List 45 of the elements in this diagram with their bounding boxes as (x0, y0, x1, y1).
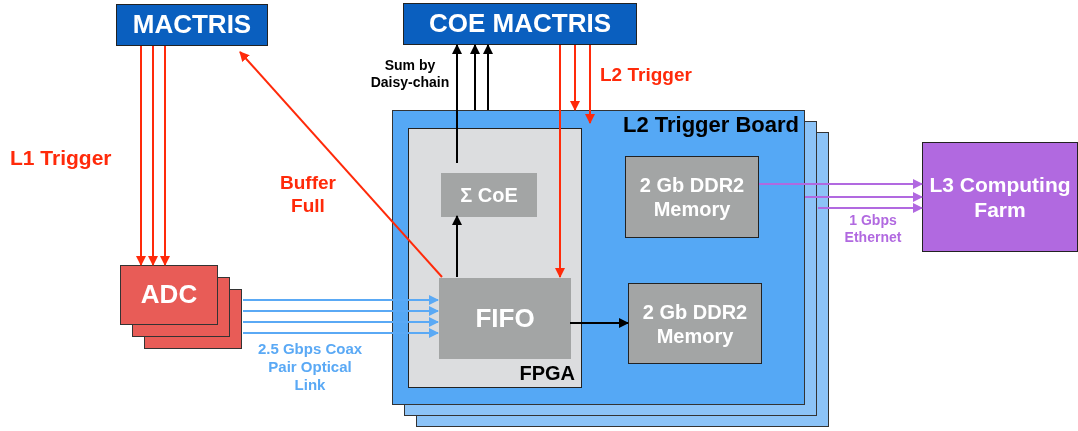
arrow (555, 44, 565, 278)
arrow (585, 44, 595, 124)
node-label: Σ CoE (459, 183, 519, 207)
arrow (804, 192, 923, 202)
arrow (452, 215, 462, 278)
process-box (441, 173, 537, 217)
fifo-box (439, 278, 571, 359)
arrow (470, 44, 480, 111)
arrow (483, 44, 493, 111)
trigger-board-stack (392, 110, 829, 427)
edge-label: 1 Gbps Ethernet (843, 212, 903, 246)
arrow (569, 318, 629, 328)
edge-label: Buffer Full (279, 172, 337, 218)
system-box (116, 4, 268, 46)
edge-label: L1 Trigger (10, 145, 113, 171)
node-label: MACTRIS (131, 9, 253, 41)
arrow (758, 179, 923, 189)
arrow (242, 317, 439, 327)
adc-board-stack (120, 265, 242, 349)
node-label: 2 Gb DDR2 Memory (638, 173, 746, 221)
arrow (570, 44, 580, 111)
system-box (403, 3, 637, 45)
arrow (817, 203, 923, 213)
arrow (239, 51, 443, 278)
arrow (452, 44, 462, 164)
edge-label: L2 Trigger (600, 64, 693, 87)
memory-box (628, 283, 762, 364)
memory-box (625, 156, 759, 238)
fpga-block (408, 128, 582, 388)
node-label: ADC (139, 279, 199, 311)
arrow (242, 306, 439, 316)
node-label: COE MACTRIS (428, 8, 612, 40)
arrow (160, 45, 170, 266)
node-label: FIFO (474, 302, 536, 335)
node-label: L3 Computing Farm (928, 171, 1072, 223)
node-label: L2 Trigger Board (622, 112, 799, 139)
arrow (242, 295, 439, 305)
arrow (148, 45, 158, 266)
node-label: 2 Gb DDR2 Memory (641, 299, 749, 348)
node-label: FPGA (518, 361, 576, 386)
computing-farm-box (922, 142, 1078, 252)
arrow (136, 45, 146, 266)
edge-label: 2.5 Gbps Coax Pair Optical Link (256, 340, 364, 394)
arrow (242, 328, 439, 338)
edge-label: Sum by Daisy-chain (369, 57, 451, 91)
